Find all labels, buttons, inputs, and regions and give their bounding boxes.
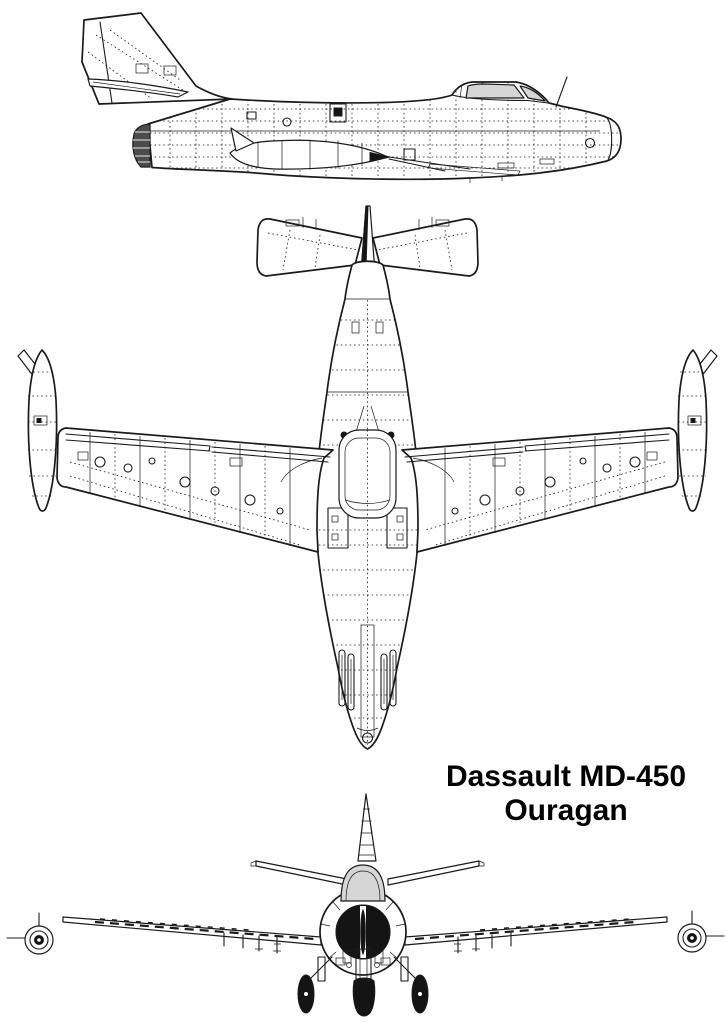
top-tailplane	[256, 217, 479, 277]
front-landing-gear	[297, 948, 429, 1017]
title-line-2: Ouragan	[504, 794, 628, 827]
top-right-wing	[401, 427, 679, 553]
side-profile-view	[81, 12, 622, 183]
front-fin	[357, 793, 377, 862]
front-tailplane	[250, 860, 485, 886]
top-left-wing	[56, 427, 334, 553]
top-left-tip-tank	[17, 349, 58, 512]
front-right-tip-tank	[677, 910, 725, 953]
top-plan-view	[17, 205, 718, 750]
front-canopy	[340, 864, 386, 902]
front-wings	[62, 916, 668, 954]
side-antenna-mast	[555, 76, 568, 108]
top-right-tip-tank	[677, 349, 718, 512]
drawing-title: Dassault MD-450 Ouragan	[404, 760, 726, 828]
title-line-1: Dassault MD-450	[445, 760, 687, 793]
front-view	[6, 793, 725, 1017]
side-tailplane	[87, 78, 189, 98]
front-pylons	[223, 932, 512, 954]
top-canopy	[338, 405, 397, 519]
side-canopy	[459, 83, 546, 102]
side-tip-tank	[229, 127, 521, 176]
top-gun-troughs	[338, 649, 397, 711]
side-jetpipe	[132, 123, 151, 168]
front-intake	[335, 904, 391, 960]
front-left-tip-tank	[6, 912, 54, 955]
